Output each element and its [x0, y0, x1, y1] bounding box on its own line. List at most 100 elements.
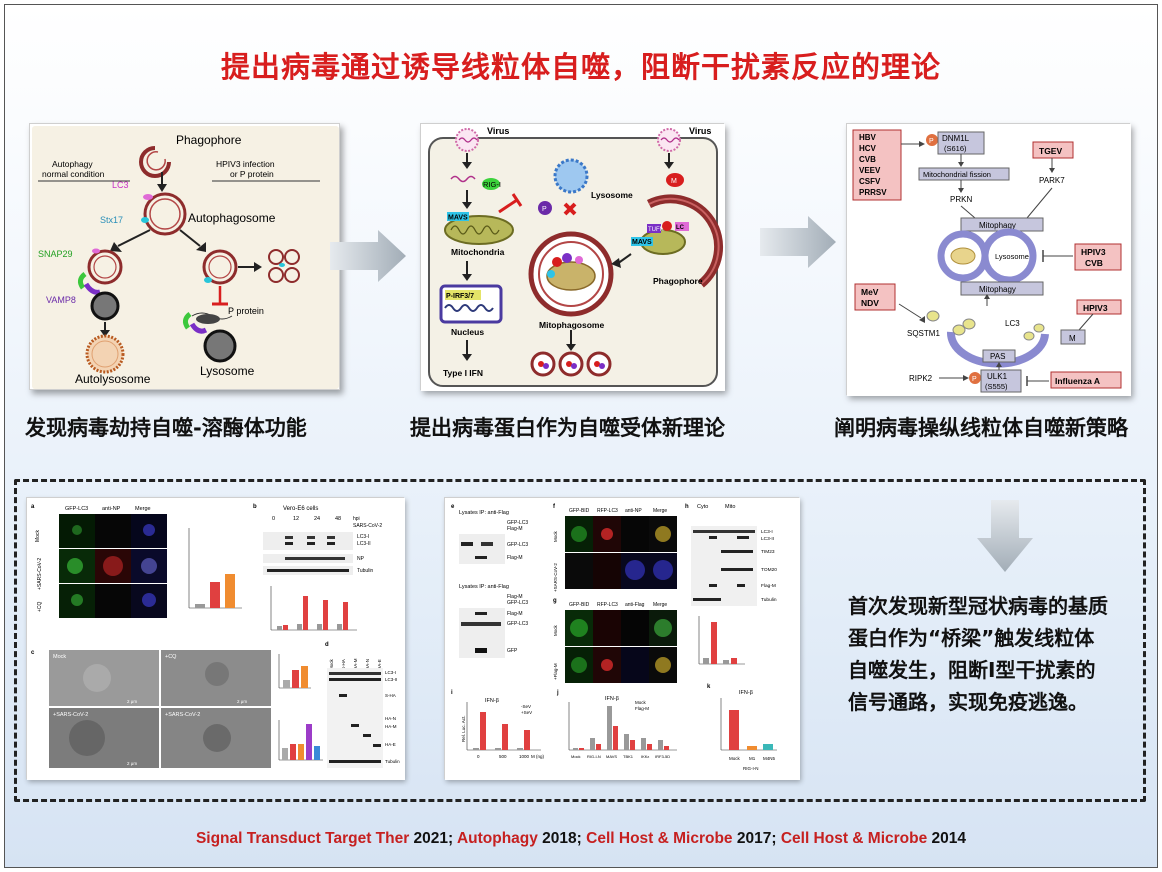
- reference-journal: Autophagy: [456, 830, 538, 847]
- svg-text:SQSTM1: SQSTM1: [907, 329, 940, 338]
- svg-text:e: e: [451, 504, 455, 510]
- svg-text:h: h: [685, 504, 689, 510]
- svg-text:Autophagosome: Autophagosome: [188, 211, 276, 225]
- svg-text:HCV: HCV: [859, 144, 877, 153]
- key-finding-text: 首次发现新型冠状病毒的基质 蛋白作为“桥梁”触发线粒体 自噬发生，阻断I型干扰素…: [848, 594, 1108, 714]
- svg-text:24: 24: [314, 516, 320, 522]
- svg-text:Cyto: Cyto: [697, 504, 708, 510]
- svg-text:LC3-I: LC3-I: [385, 670, 396, 675]
- svg-text:Lysosome: Lysosome: [591, 190, 633, 200]
- svg-text:Mitophagy: Mitophagy: [979, 285, 1016, 294]
- svg-text:Nucleus: Nucleus: [451, 327, 484, 337]
- svg-text:PARK7: PARK7: [1039, 176, 1065, 185]
- svg-text:P protein: P protein: [228, 306, 264, 316]
- svg-text:j: j: [556, 690, 559, 696]
- svg-text:LC3: LC3: [1005, 319, 1020, 328]
- svg-text:Stx17: Stx17: [100, 215, 123, 225]
- svg-text:HPIV3: HPIV3: [1083, 303, 1108, 313]
- svg-text:Autophagy: Autophagy: [52, 159, 93, 169]
- svg-text:NDV: NDV: [861, 298, 879, 308]
- svg-text:HA-E: HA-E: [385, 742, 396, 747]
- svg-text:IFN-β: IFN-β: [485, 698, 499, 704]
- svg-text:Tubulin: Tubulin: [385, 759, 400, 764]
- findings-box: [14, 479, 1146, 802]
- svg-text:HA-E: HA-E: [377, 659, 382, 670]
- down-arrow-icon: [977, 500, 1033, 572]
- svg-text:MeV: MeV: [861, 287, 879, 297]
- svg-text:48: 48: [335, 516, 341, 522]
- svg-text:GFP-LC3: GFP-LC3: [507, 542, 528, 548]
- references-line: Signal Transduct Target Ther 2021; Autop…: [195, 830, 967, 847]
- svg-text:Phagophore: Phagophore: [653, 276, 703, 286]
- svg-text:VAMP8: VAMP8: [46, 295, 76, 305]
- svg-text:g: g: [553, 598, 557, 604]
- svg-text:500: 500: [499, 754, 507, 759]
- svg-text:+Flag-M: +Flag-M: [553, 663, 558, 680]
- panel-viral-receptor: Virus RIG-I MAVS Mitochondria P-IRF3/7 N…: [420, 123, 725, 391]
- svg-text:Tubulin: Tubulin: [761, 597, 777, 603]
- svg-text:Lysates IP: anti-Flag: Lysates IP: anti-Flag: [459, 584, 509, 590]
- svg-text:IRF3-5D: IRF3-5D: [655, 754, 670, 759]
- svg-text:TIM23: TIM23: [761, 549, 775, 555]
- svg-text:Influenza A: Influenza A: [1055, 376, 1100, 386]
- svg-text:MAVS: MAVS: [606, 754, 617, 759]
- svg-text:GFP-LC3: GFP-LC3: [507, 621, 528, 627]
- svg-text:Tubulin: Tubulin: [357, 568, 373, 574]
- panel3-caption: 阐明病毒操纵线粒体自噬新策略: [834, 416, 1128, 440]
- mitophagy-receptor-diagram: Virus RIG-I MAVS Mitochondria P-IRF3/7 N…: [421, 124, 725, 391]
- svg-text:+SARS-CoV-2: +SARS-CoV-2: [553, 563, 558, 592]
- svg-text:PRRSV: PRRSV: [859, 188, 887, 197]
- svg-text:IFN-β: IFN-β: [739, 690, 753, 696]
- svg-text:Mock: Mock: [571, 754, 581, 759]
- svg-text:+SARS-CoV-2: +SARS-CoV-2: [165, 712, 200, 718]
- svg-text:GFP-LC3: GFP-LC3: [507, 520, 528, 526]
- svg-text:NP: NP: [357, 556, 365, 562]
- svg-text:1000: 1000: [519, 754, 530, 759]
- svg-text:Vero-E6 cells: Vero-E6 cells: [283, 506, 318, 512]
- svg-text:Flag-M: Flag-M: [635, 706, 649, 711]
- autophagy-diagram: Phagophore Autophagy normal condition HP…: [32, 126, 339, 389]
- svg-text:Merge: Merge: [653, 508, 667, 514]
- svg-text:LC3-II: LC3-II: [761, 536, 774, 542]
- svg-text:Virus: Virus: [689, 126, 711, 136]
- svg-text:IFN-β: IFN-β: [605, 696, 619, 702]
- svg-text:normal condition: normal condition: [42, 169, 105, 179]
- svg-text:Mitochondria: Mitochondria: [451, 247, 505, 257]
- svg-text:Mock: Mock: [553, 624, 558, 636]
- svg-text:M (ng): M (ng): [531, 754, 545, 759]
- svg-text:HBV: HBV: [859, 133, 877, 142]
- svg-text:k: k: [707, 684, 711, 690]
- svg-text:GFP: GFP: [507, 648, 518, 654]
- svg-text:RIG-I-N: RIG-I-N: [743, 766, 759, 771]
- svg-text:IKKε: IKKε: [641, 754, 649, 759]
- svg-text:Mock: Mock: [53, 654, 66, 660]
- svg-text:12: 12: [293, 516, 299, 522]
- svg-text:LC3-I: LC3-I: [357, 534, 369, 540]
- mitophagy-strategy-diagram: HBV HCV CVB VEEV CSFV PRRSV P DNM1L (S61…: [847, 124, 1131, 396]
- svg-text:GFP-BID: GFP-BID: [569, 508, 590, 514]
- svg-text:SNAP29: SNAP29: [38, 249, 73, 259]
- svg-text:M1: M1: [749, 756, 756, 761]
- flow-arrow-2-icon: [760, 216, 836, 268]
- svg-text:Lysosome: Lysosome: [200, 364, 255, 378]
- svg-text:GFP-LC3: GFP-LC3: [507, 600, 528, 606]
- svg-text:SARS-CoV-2: SARS-CoV-2: [353, 523, 382, 529]
- svg-text:Mock: Mock: [553, 530, 558, 542]
- svg-text:LC3: LC3: [112, 180, 129, 190]
- svg-text:f: f: [553, 504, 556, 510]
- svg-text:PAS: PAS: [990, 352, 1005, 361]
- svg-text:Rel. Luc. Act.: Rel. Luc. Act.: [461, 715, 466, 742]
- svg-text:CSFV: CSFV: [859, 177, 881, 186]
- svg-text:PRKN: PRKN: [950, 195, 972, 204]
- svg-text:0: 0: [272, 516, 275, 522]
- panel-autophagy-lysosome: Phagophore Autophagy normal condition HP…: [29, 123, 340, 390]
- svg-text:Mock: Mock: [635, 700, 647, 705]
- svg-text:RFP-LC3: RFP-LC3: [597, 508, 618, 514]
- svg-text:P: P: [542, 206, 547, 213]
- svg-text:HPIV3 infection: HPIV3 infection: [216, 159, 275, 169]
- svg-text:HA-N: HA-N: [385, 716, 396, 721]
- svg-text:Flag-M: Flag-M: [507, 555, 523, 561]
- svg-text:Mock: Mock: [35, 530, 41, 542]
- svg-text:2 μm: 2 μm: [127, 761, 137, 766]
- svg-text:+CQ: +CQ: [165, 654, 177, 660]
